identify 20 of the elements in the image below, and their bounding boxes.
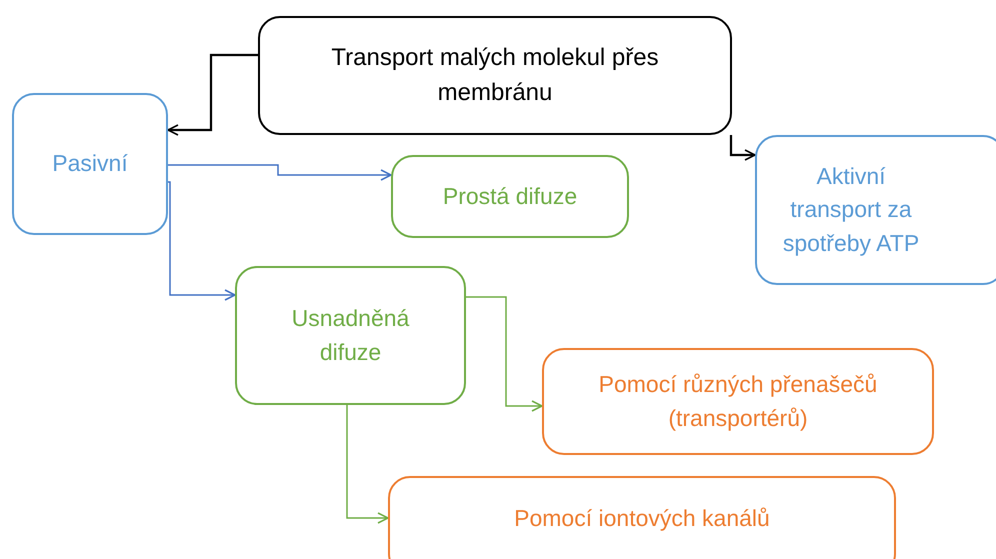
process-box bbox=[388, 476, 896, 559]
box-label: Prostá difuze bbox=[442, 182, 578, 211]
arrow bbox=[730, 135, 756, 161]
box-label: Usnadněná difuze bbox=[290, 304, 410, 366]
box-label: Pasivní bbox=[52, 149, 128, 178]
process-box bbox=[258, 16, 732, 135]
process-box bbox=[235, 266, 466, 405]
box-label: Transport malých molekul přes membránu bbox=[330, 42, 660, 108]
arrow bbox=[168, 181, 236, 301]
box-label: Pomocí iontových kanálů bbox=[514, 504, 770, 534]
arrow bbox=[168, 164, 392, 181]
arrow bbox=[167, 54, 258, 136]
box-label: Aktivní transport za spotřeby ATP bbox=[782, 162, 920, 258]
arrow bbox=[466, 296, 543, 412]
process-box bbox=[542, 348, 934, 455]
process-box bbox=[755, 135, 996, 285]
box-label: Pomocí různých přenašečů (transportérů) bbox=[598, 370, 878, 433]
process-box bbox=[391, 155, 629, 238]
arrow bbox=[346, 405, 389, 524]
process-box bbox=[12, 93, 168, 235]
